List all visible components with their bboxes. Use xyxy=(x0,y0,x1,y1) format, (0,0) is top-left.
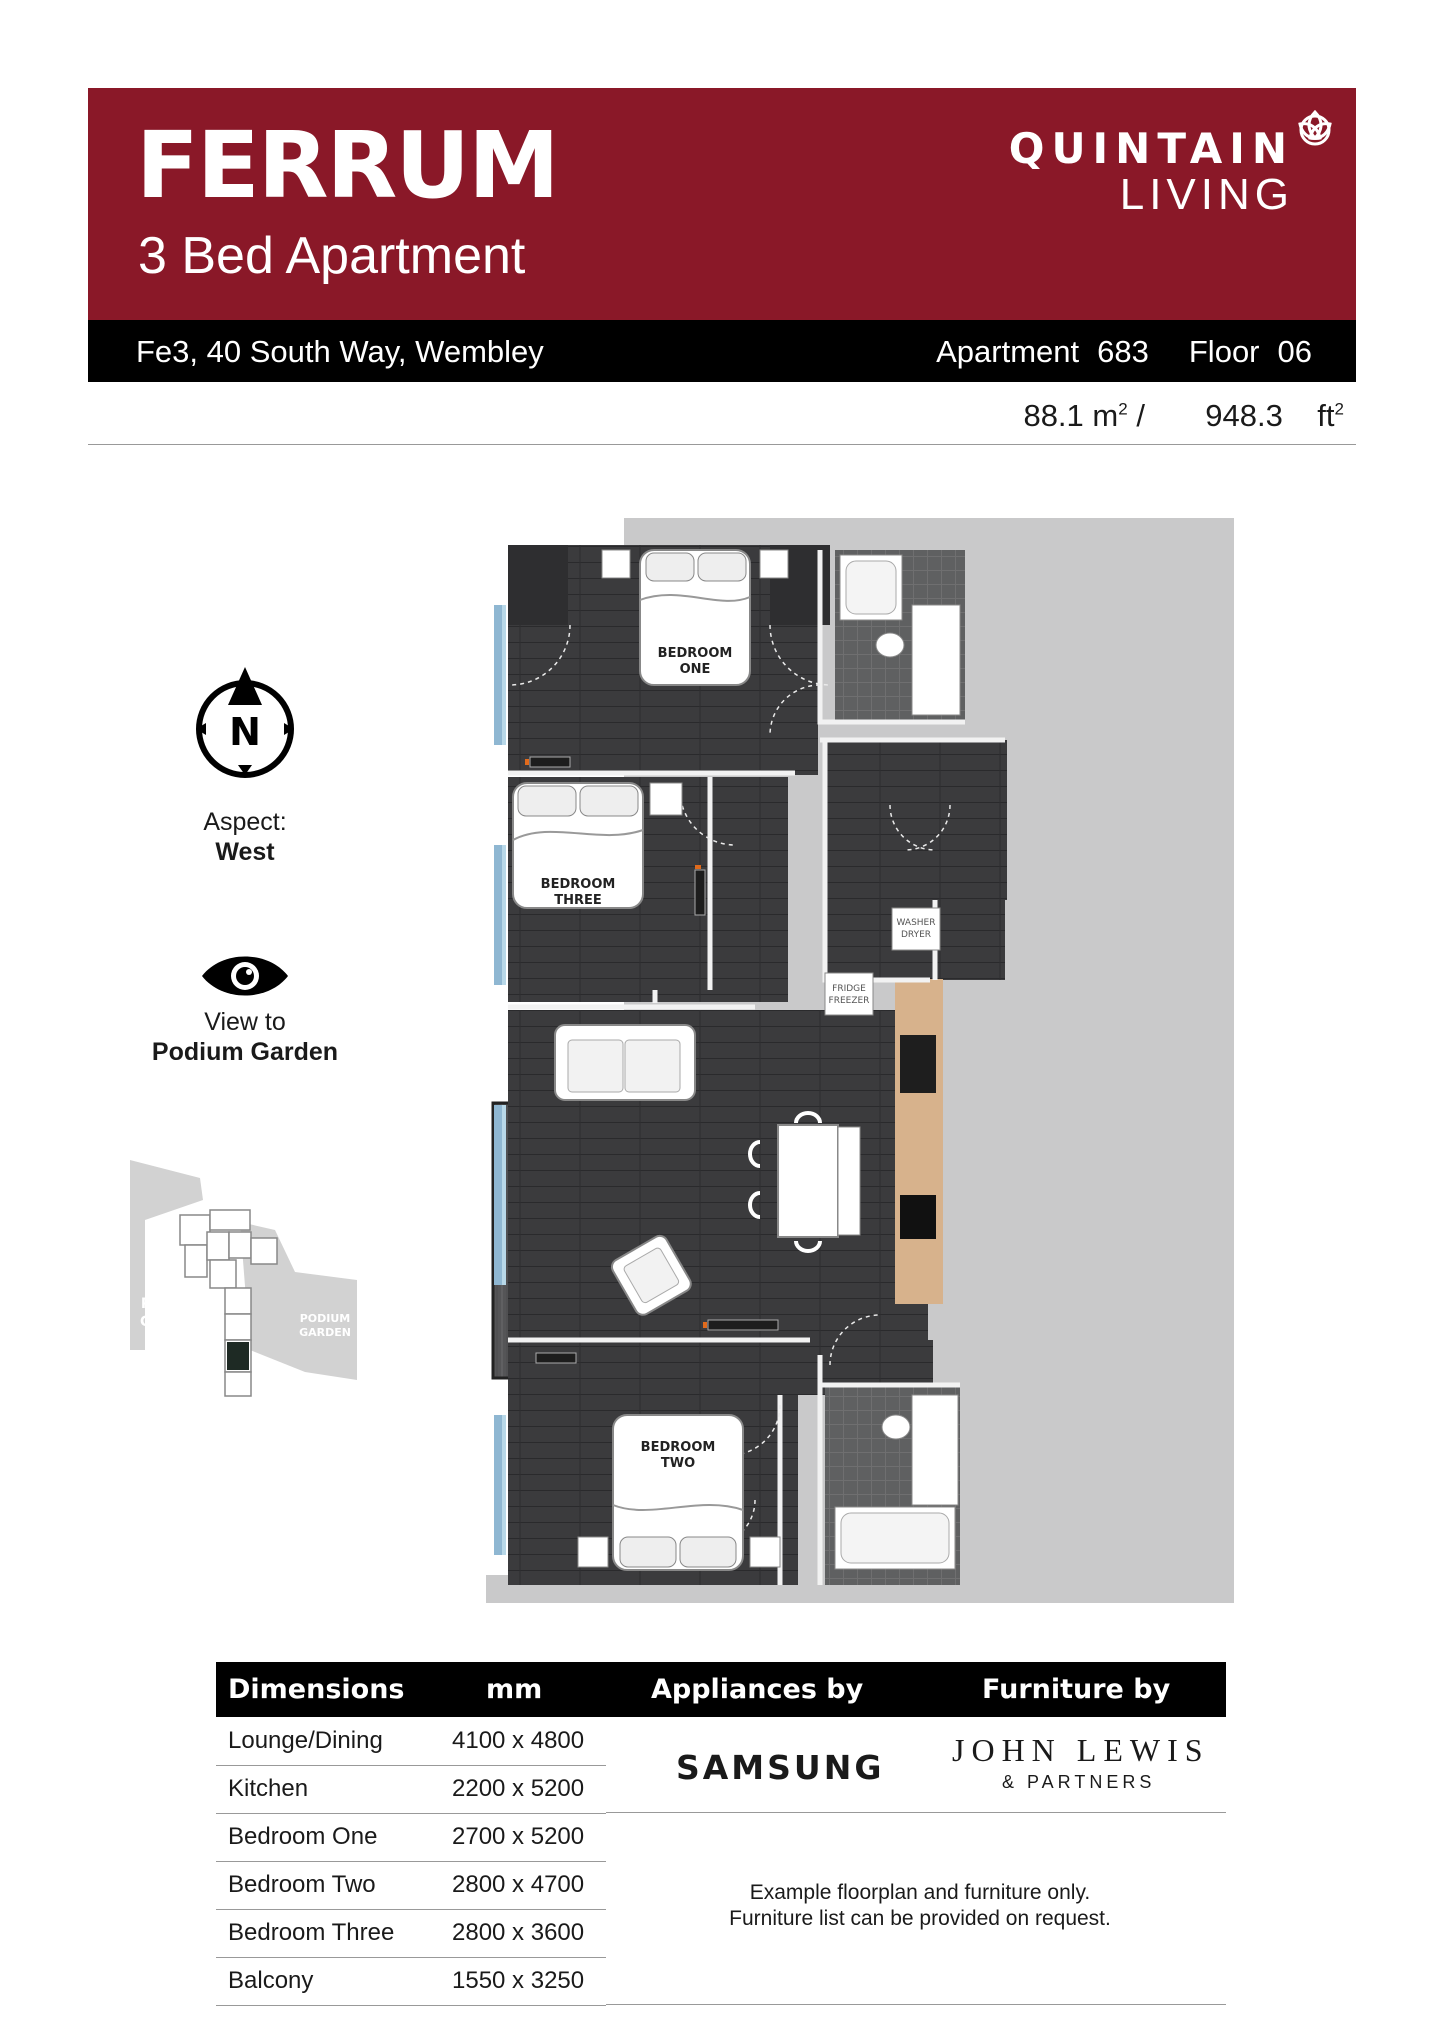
trefoil-logo-icon xyxy=(1298,109,1332,146)
header-banner: FERRUM 3 Bed Apartment QUINTAIN LIVING xyxy=(88,88,1356,320)
sofa-icon xyxy=(554,1024,696,1101)
room-name: Bedroom One xyxy=(228,1823,378,1850)
compass-letter: N xyxy=(229,710,261,754)
room-size: 2800 x 3600 xyxy=(452,1919,585,1946)
washer-label-2: DRYER xyxy=(901,930,931,940)
room-label-bedroom-three: BEDROOM xyxy=(541,877,616,892)
area-sqm-unit: m xyxy=(1092,398,1119,433)
apartment-label: Apartment xyxy=(936,334,1080,369)
divider xyxy=(88,444,1356,445)
room-name: Kitchen xyxy=(228,1775,309,1802)
samsung-logo: SAMSUNG xyxy=(676,1748,885,1787)
aspect-label: Aspect: xyxy=(203,808,287,836)
header-furniture: Furniture by xyxy=(982,1674,1171,1705)
room-size: 2800 x 4700 xyxy=(452,1871,585,1898)
double-bed-two xyxy=(577,1414,781,1571)
room-size: 2700 x 5200 xyxy=(452,1823,585,1850)
header-mm: mm xyxy=(486,1674,543,1705)
room-label-bedroom-one-2: ONE xyxy=(680,662,711,677)
building-key-plan: PODIUM GARDEN PODIUM GARDEN xyxy=(130,1160,357,1397)
eye-icon xyxy=(202,956,288,996)
floor-number: 06 xyxy=(1277,334,1312,369)
apartment-type: 3 Bed Apartment xyxy=(138,227,526,285)
room-size: 4100 x 4800 xyxy=(452,1727,585,1754)
double-bed-one xyxy=(601,549,789,686)
disclaimer-note: Example floorplan and furniture only. Fu… xyxy=(640,1880,1200,1933)
area-sqft-unit: ft xyxy=(1317,398,1335,433)
table-row: Kitchen 2200 x 5200 xyxy=(216,1765,606,1814)
aspect-value: West xyxy=(215,838,275,866)
key-plan-label-right-2: GARDEN xyxy=(299,1326,351,1339)
table-row: Bedroom One 2700 x 5200 xyxy=(216,1813,606,1862)
table-row: Balcony 1550 x 3250 xyxy=(216,1957,606,2006)
header-appliances: Appliances by xyxy=(651,1674,864,1705)
floor-label: Floor xyxy=(1188,334,1260,369)
area-sqft: 948.3 xyxy=(1205,398,1283,433)
table-row: Bedroom Three 2800 x 3600 xyxy=(216,1909,606,1958)
table-header: Dimensions mm Appliances by Furniture by xyxy=(216,1662,1226,1717)
table-row: Bedroom Two 2800 x 4700 xyxy=(216,1861,606,1910)
area-separator: / xyxy=(1136,398,1145,433)
dining-table-icon xyxy=(748,1111,861,1253)
brand-name: QUINTAIN xyxy=(1008,124,1294,173)
divider xyxy=(606,2004,1226,2005)
north-compass-icon: N xyxy=(196,667,294,778)
john-lewis-logo: JOHN LEWIS xyxy=(952,1732,1210,1768)
address: Fe3, 40 South Way, Wembley xyxy=(136,334,544,369)
room-size: 2200 x 5200 xyxy=(452,1775,585,1802)
room-name: Bedroom Three xyxy=(228,1919,395,1946)
hob-icon xyxy=(900,1195,936,1239)
kitchen-worktop xyxy=(895,979,943,1304)
armchair-icon xyxy=(610,1234,692,1316)
area-sqm: 88.1 xyxy=(1023,398,1084,433)
note-line-1: Example floorplan and furniture only. xyxy=(749,1881,1091,1904)
room-label-bedroom-one: BEDROOM xyxy=(658,646,733,661)
washer-dryer xyxy=(891,907,941,951)
area-info: 88.1 m2 / 948.3 ft2 xyxy=(1023,398,1344,434)
note-line-2: Furniture list can be provided on reques… xyxy=(729,1907,1111,1931)
apartment-floorplan: WASHER DRYER FRIDGE FREEZER BEDROOM ONE … xyxy=(480,515,1240,1605)
washer-label-1: WASHER xyxy=(897,918,936,928)
room-label-bedroom-two-2: TWO xyxy=(661,1456,695,1471)
fridge-label-2: FREEZER xyxy=(829,996,870,1006)
view-value: Podium Garden xyxy=(151,1038,339,1066)
info-bar: Fe3, 40 South Way, Wembley Apartment 683 F… xyxy=(88,320,1356,382)
sqft-power: 2 xyxy=(1334,399,1344,419)
development-title: FERRUM xyxy=(136,112,560,219)
room-label-bedroom-three-2: THREE xyxy=(554,893,602,908)
apartment-number: 683 xyxy=(1097,334,1149,369)
room-name: Lounge/Dining xyxy=(228,1727,383,1754)
brand-subname: LIVING xyxy=(1119,170,1294,219)
double-bed-three xyxy=(512,782,683,909)
key-plan-label-right-1: PODIUM xyxy=(300,1312,351,1325)
fridge-label-1: FRIDGE xyxy=(832,984,866,994)
table-row: Lounge/Dining 4100 x 4800 xyxy=(216,1717,606,1766)
room-label-bedroom-two: BEDROOM xyxy=(641,1440,716,1455)
room-name: Bedroom Two xyxy=(228,1871,376,1898)
sqm-power: 2 xyxy=(1118,399,1128,419)
key-plan-label-left-2: GARDEN xyxy=(140,1314,206,1330)
apartment-floor-info: Apartment 683 Floor 06 xyxy=(918,334,1312,370)
header-dimensions: Dimensions xyxy=(228,1674,405,1705)
fridge-freezer xyxy=(824,972,874,1016)
brand-logo-text: QUINTAIN LIVING xyxy=(1009,128,1294,218)
divider xyxy=(606,1812,1226,1813)
room-size: 1550 x 3250 xyxy=(452,1967,585,1994)
sink-icon xyxy=(900,1035,936,1093)
key-plan-label-left-1: PODIUM xyxy=(141,1296,205,1312)
room-name: Balcony xyxy=(228,1967,314,1994)
john-lewis-subtext: & PARTNERS xyxy=(1002,1772,1156,1792)
view-label: View to xyxy=(204,1008,286,1036)
